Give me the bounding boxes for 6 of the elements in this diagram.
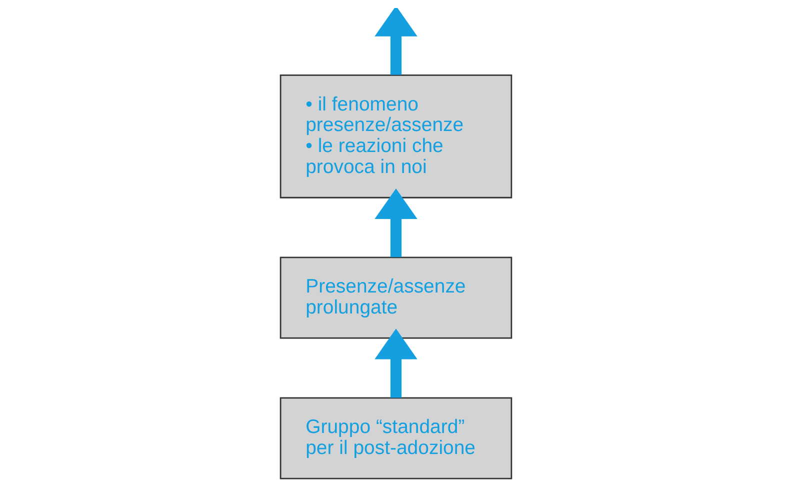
node-box: Gruppo “standard” per il post-adozione [279,397,512,480]
node-box: Presenze/assenze prolungate [279,256,512,339]
arrow [374,328,417,398]
node-box: • il fenomeno presenze/assenze • le reazioni che provoca in noi [279,74,512,198]
arrow [374,8,417,75]
arrow [374,188,417,258]
